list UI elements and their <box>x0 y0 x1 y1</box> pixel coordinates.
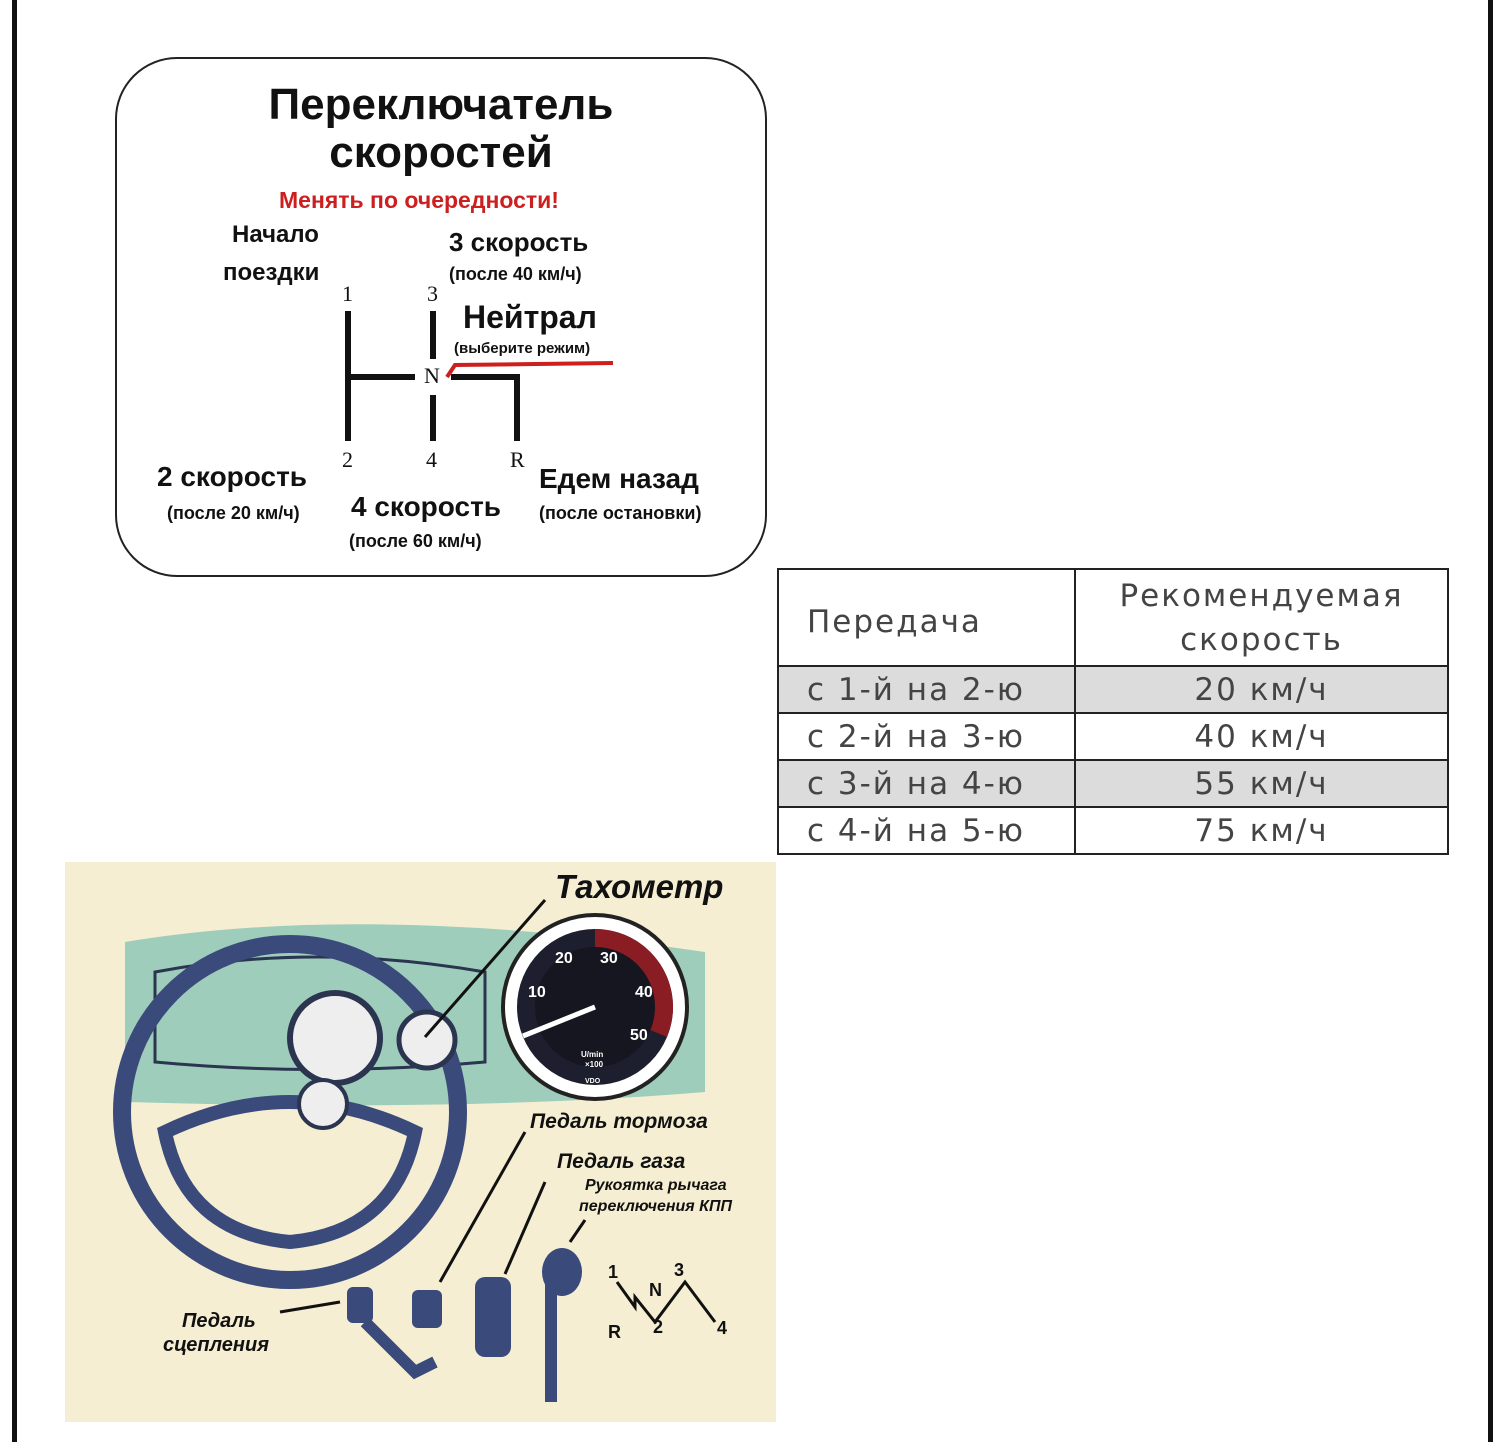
reverse-note: (после остановки) <box>539 503 702 523</box>
card-warning: Менять по очередности! <box>279 187 559 213</box>
card-title-line1: Переключатель <box>268 80 614 129</box>
shift-pos-r: R <box>608 1322 621 1342</box>
recommended-speed-table: Передача Рекомендуемая скорость с 1-й на… <box>777 568 1449 855</box>
gauge-unit-multiplier: ×100 <box>585 1060 604 1069</box>
speed-cell: 55 км/ч <box>1074 759 1449 808</box>
gauge-tick-40: 40 <box>635 984 653 1001</box>
neutral-note: (выберите режим) <box>454 340 591 357</box>
gear-cell: с 2-й на 3-ю <box>777 712 1076 761</box>
start-label-1: Начало <box>232 221 319 248</box>
table-header-row: Передача Рекомендуемая скорость <box>777 568 1449 667</box>
speed-cell: 20 км/ч <box>1074 665 1449 714</box>
position-3: 3 <box>427 281 438 306</box>
shift-pos-2: 2 <box>653 1317 664 1337</box>
table-row: с 1-й на 2-ю 20 км/ч <box>777 665 1449 714</box>
third-gear-note: (после 40 км/ч) <box>449 264 582 284</box>
shift-pos-n: N <box>649 1280 662 1300</box>
fourth-gear-note: (после 60 км/ч) <box>349 531 482 551</box>
page-border-left <box>12 0 17 1442</box>
clutch-pedal-label-2: сцепления <box>163 1334 269 1356</box>
shift-pos-4: 4 <box>717 1318 728 1338</box>
gear-lever-label-2: переключения КПП <box>579 1198 733 1215</box>
neutral-title: Нейтрал <box>463 299 597 335</box>
tachometer-label: Тахометр <box>555 868 724 905</box>
table-row: с 2-й на 3-ю 40 км/ч <box>777 712 1449 761</box>
position-1: 1 <box>342 281 353 306</box>
shift-pos-1: 1 <box>608 1262 619 1282</box>
gauge-tick-30: 30 <box>600 950 618 967</box>
position-n: N <box>424 363 440 388</box>
gear-cell: с 4-й на 5-ю <box>777 806 1076 855</box>
gauge-brand: VDO <box>585 1078 601 1085</box>
gear-cell: с 1-й на 2-ю <box>777 665 1076 714</box>
gear-shift-card: Переключатель скоростей Менять по очеред… <box>115 57 767 577</box>
card-title-line2: скоростей <box>329 128 553 177</box>
position-4: 4 <box>426 447 437 472</box>
second-gear-title: 2 скорость <box>157 461 308 492</box>
gear-cell: с 3-й на 4-ю <box>777 759 1076 808</box>
position-2: 2 <box>342 447 353 472</box>
dashboard-drawing <box>113 899 717 1402</box>
shift-pattern-diagram <box>345 311 614 441</box>
third-gear-title: 3 скорость <box>449 227 589 257</box>
gauge-tick-10: 10 <box>528 984 546 1001</box>
gauge-tick-50: 50 <box>630 1027 648 1044</box>
start-label-2: поездки <box>223 259 320 286</box>
gauge-unit: U/min <box>581 1050 604 1059</box>
gauge-tick-20: 20 <box>555 950 573 967</box>
fourth-gear-title: 4 скорость <box>351 491 502 522</box>
clutch-pedal-label-1: Педаль <box>182 1310 256 1332</box>
gear-lever-label-1: Рукоятка рычага <box>585 1177 727 1194</box>
table-row: с 3-й на 4-ю 55 км/ч <box>777 759 1449 808</box>
position-r: R <box>510 447 525 472</box>
speed-cell: 40 км/ч <box>1074 712 1449 761</box>
car-controls-illustration: 10 20 30 40 50 U/min ×100 VDO Тахометр П… <box>65 862 776 1422</box>
table-row: с 4-й на 5-ю 75 км/ч <box>777 806 1449 855</box>
shift-pos-3: 3 <box>674 1260 685 1280</box>
second-gear-note: (после 20 км/ч) <box>167 503 300 523</box>
header-speed: Рекомендуемая скорость <box>1074 568 1449 667</box>
reverse-title: Едем назад <box>539 463 699 494</box>
gas-pedal-label: Педаль газа <box>557 1150 686 1173</box>
page-border-right <box>1488 0 1493 1442</box>
header-gear: Передача <box>777 568 1076 667</box>
brake-pedal-label: Педаль тормоза <box>530 1110 708 1133</box>
speed-cell: 75 км/ч <box>1074 806 1449 855</box>
